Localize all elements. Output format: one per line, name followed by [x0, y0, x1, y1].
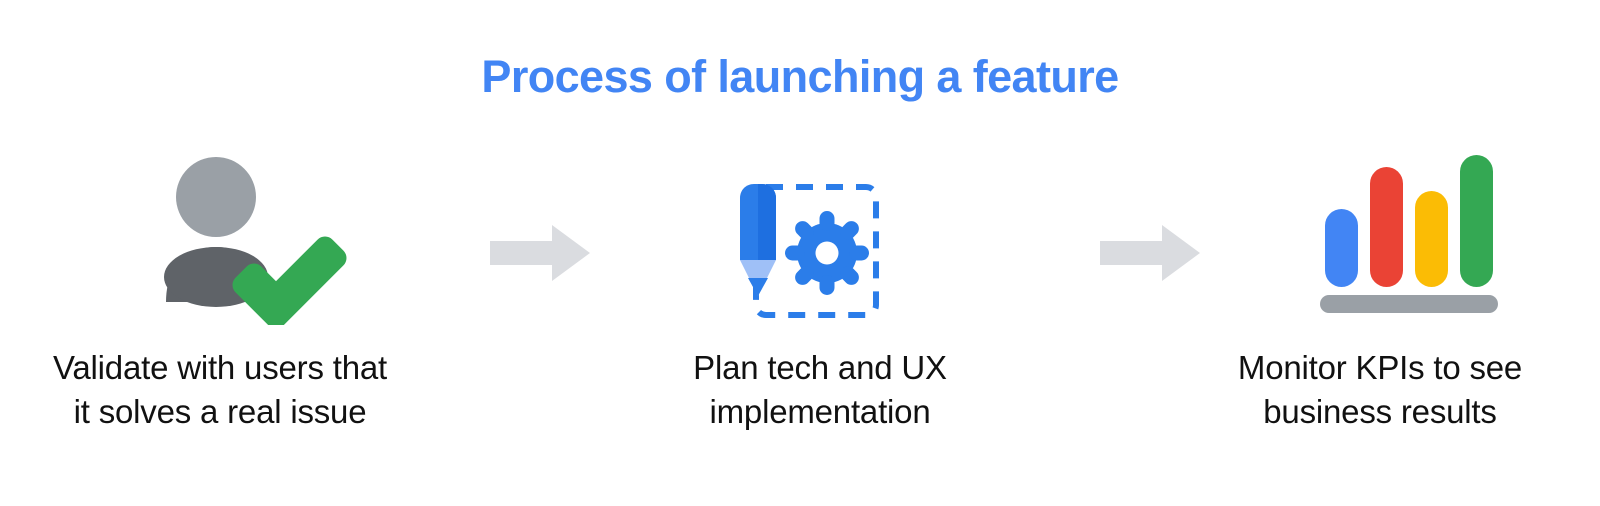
bar-chart-baseline	[1320, 295, 1498, 313]
step-plan-icon-area	[600, 150, 1040, 325]
bar-green	[1460, 155, 1493, 287]
caption-line-1: Validate with users that	[53, 349, 387, 386]
step-monitor-icon-area	[1160, 150, 1600, 325]
caption-line-2: it solves a real issue	[73, 392, 367, 430]
step-plan-caption: Plan tech and UX implementation	[600, 346, 1040, 433]
step-monitor-caption: Monitor KPIs to see business results	[1160, 346, 1600, 433]
right-arrow-icon	[1100, 225, 1200, 281]
right-arrow-icon	[490, 225, 590, 281]
step-monitor: Monitor KPIs to see business results	[1160, 150, 1600, 430]
person-with-checkmark-icon	[0, 150, 440, 325]
step-validate-caption: Validate with users that it solves a rea…	[0, 346, 440, 433]
page-title: Process of launching a feature	[481, 51, 1119, 102]
bar-yellow	[1415, 191, 1448, 287]
caption-line-1: Monitor KPIs to see	[1237, 349, 1523, 386]
bar-chart-icon	[1160, 150, 1600, 325]
bar-red	[1370, 167, 1403, 287]
pencil-and-gear-in-dashed-frame-icon	[600, 150, 1040, 325]
caption-line-1: Plan tech and UX	[693, 349, 947, 386]
bar-blue	[1325, 209, 1358, 287]
caption-line-2: business results	[1263, 392, 1497, 430]
step-validate-icon-area	[0, 150, 440, 325]
caption-line-2: implementation	[709, 392, 931, 430]
step-plan: Plan tech and UX implementation	[600, 150, 1040, 430]
step-validate: Validate with users that it solves a rea…	[0, 150, 440, 430]
